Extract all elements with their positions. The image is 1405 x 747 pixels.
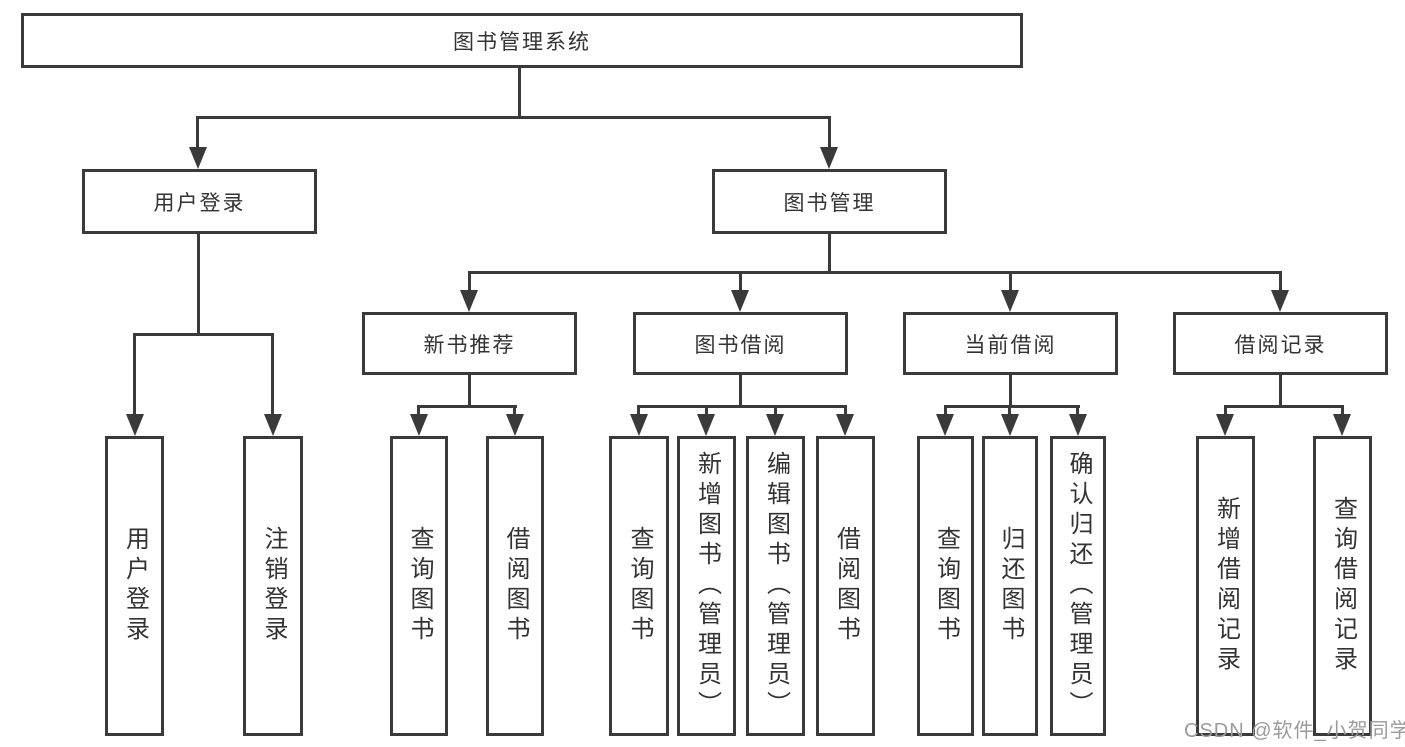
node-current-borrowing-label: 当前借阅 — [964, 333, 1057, 357]
leaf-logout-label: 注销登录 — [260, 526, 287, 646]
connector-line — [774, 405, 777, 416]
connector-line — [1009, 271, 1012, 293]
leaf-query-books-recommend: 查询图书 — [390, 436, 448, 736]
connector-line — [417, 405, 517, 408]
leaf-user-login: 用户登录 — [105, 436, 164, 736]
leaf-borrow-books-recommend-label: 借阅图书 — [502, 526, 529, 646]
csdn-watermark: CSDN @软件_小贺同学 — [1184, 720, 1405, 742]
arrow-down-icon — [630, 414, 648, 436]
leaf-query-borrow-record-label: 查询借阅记录 — [1329, 496, 1357, 676]
connector-line — [1279, 271, 1282, 293]
node-new-book-recommend-label: 新书推荐 — [423, 333, 516, 357]
connector-line — [1341, 405, 1344, 416]
arrow-down-icon — [836, 414, 854, 436]
leaf-add-book-admin-label: 新增图书（管理员） — [693, 451, 721, 721]
leaf-return-book-label: 归还图书 — [997, 526, 1024, 646]
connector-line — [739, 271, 742, 293]
arrow-down-icon — [1001, 290, 1019, 312]
connector-line — [705, 405, 708, 416]
connector-line — [1076, 405, 1079, 416]
arrow-down-icon — [264, 414, 282, 436]
arrow-down-icon — [820, 147, 838, 169]
connector-line — [828, 234, 831, 274]
connector-line — [468, 271, 471, 293]
connector-line — [197, 234, 200, 336]
node-book-management: 图书管理 — [712, 169, 947, 234]
leaf-return-book: 归还图书 — [982, 436, 1038, 736]
node-user-login: 用户登录 — [82, 169, 317, 234]
connector-line — [271, 333, 274, 416]
node-borrowing-records-label: 借阅记录 — [1234, 333, 1327, 357]
arrow-down-icon — [506, 414, 524, 436]
node-user-login-label: 用户登录 — [153, 191, 246, 215]
leaf-query-books-current: 查询图书 — [917, 436, 974, 736]
connector-line — [196, 116, 199, 149]
arrow-down-icon — [936, 414, 954, 436]
connector-line — [944, 405, 947, 416]
node-book-borrowing-label: 图书借阅 — [694, 333, 787, 357]
leaf-query-books-borrowing-label: 查询图书 — [626, 526, 653, 646]
node-book-management-label: 图书管理 — [783, 191, 876, 215]
arrow-down-icon — [460, 290, 478, 312]
connector-line — [133, 333, 136, 416]
leaf-borrow-books-borrowing: 借阅图书 — [816, 436, 875, 736]
connector-line — [1224, 405, 1227, 416]
leaf-query-books-recommend-label: 查询图书 — [406, 526, 433, 646]
leaf-edit-book-admin: 编辑图书（管理员） — [746, 436, 805, 736]
connector-line — [739, 375, 742, 407]
arrow-down-icon — [189, 147, 207, 169]
leaf-add-book-admin: 新增图书（管理员） — [677, 436, 736, 736]
node-borrowing-records: 借阅记录 — [1173, 312, 1388, 375]
arrow-down-icon — [766, 414, 784, 436]
arrow-down-icon — [731, 290, 749, 312]
leaf-edit-book-admin-label: 编辑图书（管理员） — [762, 451, 790, 721]
connector-line — [513, 405, 516, 416]
leaf-query-books-borrowing: 查询图书 — [609, 436, 669, 736]
connector-line — [1008, 405, 1011, 416]
leaf-user-login-label: 用户登录 — [121, 526, 149, 646]
node-system-root: 图书管理系统 — [21, 13, 1023, 68]
leaf-query-borrow-record: 查询借阅记录 — [1313, 436, 1372, 736]
connector-line — [944, 405, 1080, 408]
connector-line — [196, 116, 831, 119]
leaf-borrow-books-borrowing-label: 借阅图书 — [832, 526, 860, 646]
leaf-logout: 注销登录 — [243, 436, 303, 736]
node-current-borrowing: 当前借阅 — [903, 312, 1118, 375]
connector-line — [637, 405, 847, 408]
connector-line — [133, 333, 274, 336]
arrow-down-icon — [1069, 414, 1087, 436]
connector-line — [637, 405, 640, 416]
leaf-add-borrow-record-label: 新增借阅记录 — [1212, 496, 1240, 676]
leaf-add-borrow-record: 新增借阅记录 — [1196, 436, 1255, 736]
connector-line — [1009, 375, 1012, 407]
leaf-confirm-return-admin: 确认归还（管理员） — [1050, 436, 1106, 736]
connector-line — [1279, 375, 1282, 407]
node-system-root-label: 图书管理系统 — [453, 30, 591, 54]
connector-line — [468, 271, 1282, 274]
arrow-down-icon — [1216, 414, 1234, 436]
leaf-borrow-books-recommend: 借阅图书 — [486, 436, 544, 736]
connector-line — [468, 375, 471, 407]
leaf-confirm-return-admin-label: 确认归还（管理员） — [1065, 451, 1092, 721]
arrow-down-icon — [1333, 414, 1351, 436]
node-new-book-recommend: 新书推荐 — [362, 312, 577, 375]
connector-line — [844, 405, 847, 416]
leaf-query-books-current-label: 查询图书 — [932, 526, 960, 646]
connector-line — [417, 405, 420, 416]
arrow-down-icon — [1001, 414, 1019, 436]
arrow-down-icon — [410, 414, 428, 436]
connector-line — [518, 68, 521, 118]
node-book-borrowing: 图书借阅 — [633, 312, 848, 375]
arrow-down-icon — [1271, 290, 1289, 312]
arrow-down-icon — [126, 414, 144, 436]
connector-line — [828, 116, 831, 149]
arrow-down-icon — [697, 414, 715, 436]
connector-line — [1224, 405, 1344, 408]
